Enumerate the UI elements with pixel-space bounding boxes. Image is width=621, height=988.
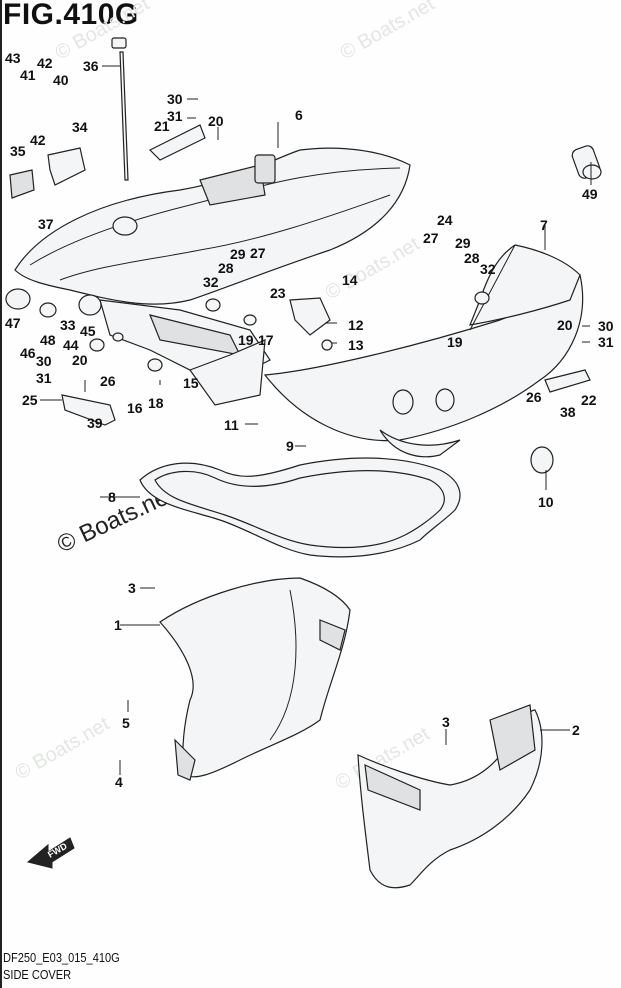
callout-42b[interactable]: 42 <box>30 132 46 148</box>
part-8-seal[interactable] <box>139 457 461 558</box>
figure-title: FIG.410G <box>3 0 139 31</box>
part-49-grommet[interactable] <box>571 144 602 180</box>
callout-37[interactable]: 37 <box>38 216 54 232</box>
callout-27[interactable]: 27 <box>250 245 266 261</box>
callout-30c[interactable]: 30 <box>598 318 614 334</box>
callout-29[interactable]: 29 <box>230 246 246 262</box>
part-21-handle[interactable] <box>148 124 206 161</box>
part-1-lower-cover[interactable] <box>159 577 351 781</box>
leader-lines <box>40 65 592 775</box>
callout-24[interactable]: 24 <box>437 212 453 228</box>
part-22-grip[interactable] <box>544 369 591 393</box>
callout-26[interactable]: 26 <box>100 373 116 389</box>
callout-27b[interactable]: 27 <box>423 230 439 246</box>
part-12-bracket[interactable] <box>289 297 331 336</box>
callout-1[interactable]: 1 <box>114 617 122 633</box>
part-10-plug[interactable] <box>530 446 554 474</box>
callout-19b[interactable]: 19 <box>447 334 463 350</box>
part-45-collar[interactable] <box>112 332 124 342</box>
callout-20c[interactable]: 20 <box>557 317 573 333</box>
image-left-border <box>0 0 2 988</box>
callout-33[interactable]: 33 <box>60 317 76 333</box>
callout-30[interactable]: 30 <box>167 91 183 107</box>
callout-3[interactable]: 3 <box>128 580 136 596</box>
part-2-lower-cover[interactable] <box>357 704 543 889</box>
callout-14[interactable]: 14 <box>342 272 358 288</box>
callout-28b[interactable]: 28 <box>464 250 480 266</box>
section-name: SIDE COVER <box>3 967 72 982</box>
part-18-bushing[interactable] <box>147 358 163 372</box>
callout-11[interactable]: 11 <box>224 417 239 433</box>
part-32b-grommet[interactable] <box>474 291 490 305</box>
callout-6[interactable]: 6 <box>295 107 303 123</box>
callout-46[interactable]: 46 <box>20 345 36 361</box>
callout-7[interactable]: 7 <box>540 217 548 233</box>
callout-43[interactable]: 43 <box>5 50 21 66</box>
callout-8[interactable]: 8 <box>108 489 116 505</box>
part-32-grommet[interactable] <box>205 298 221 312</box>
callout-labels: 43 41 42 40 42 34 35 37 36 30 31 21 20 6… <box>5 50 614 790</box>
callout-5[interactable]: 5 <box>122 715 130 731</box>
part-35-grip <box>9 169 35 199</box>
callout-47[interactable]: 47 <box>5 315 21 331</box>
watermark: © Boats.net <box>337 0 439 64</box>
callout-26b[interactable]: 26 <box>526 389 542 405</box>
callout-32[interactable]: 32 <box>203 274 219 290</box>
callout-13[interactable]: 13 <box>348 337 364 353</box>
part-7-side-cover-right[interactable] <box>263 244 584 458</box>
diagram-code: DF250_E03_015_410G <box>3 950 120 965</box>
callout-29b[interactable]: 29 <box>455 235 471 251</box>
callout-15[interactable]: 15 <box>183 375 199 391</box>
callout-31c[interactable]: 31 <box>598 334 614 350</box>
part-47-grommet[interactable] <box>5 288 31 310</box>
part-17-cap[interactable] <box>243 314 257 326</box>
callout-10[interactable]: 10 <box>538 494 554 510</box>
callout-3b[interactable]: 3 <box>442 714 450 730</box>
part-15-frame[interactable] <box>99 299 271 406</box>
part-25-grip[interactable] <box>61 394 116 426</box>
part-6-side-cover-upper[interactable] <box>14 147 411 305</box>
part-33-grommet[interactable] <box>78 294 102 316</box>
callout-21[interactable]: 21 <box>154 118 170 134</box>
callout-22[interactable]: 22 <box>581 392 597 408</box>
part-34-bracket[interactable] <box>9 147 86 199</box>
callout-40[interactable]: 40 <box>53 72 69 88</box>
part-36-strap[interactable] <box>111 37 129 181</box>
callout-42[interactable]: 42 <box>37 55 53 71</box>
watermark: © Boats.net <box>12 713 114 785</box>
callout-30b[interactable]: 30 <box>36 353 52 369</box>
callout-20b[interactable]: 20 <box>72 352 88 368</box>
callout-41[interactable]: 41 <box>20 67 36 83</box>
callout-49[interactable]: 49 <box>582 186 598 202</box>
callout-16[interactable]: 16 <box>127 400 143 416</box>
callout-31b[interactable]: 31 <box>36 370 52 386</box>
callout-19[interactable]: 19 <box>238 332 254 348</box>
callout-48[interactable]: 48 <box>40 332 56 348</box>
callout-25[interactable]: 25 <box>22 392 38 408</box>
callout-38[interactable]: 38 <box>560 404 576 420</box>
callout-28[interactable]: 28 <box>218 260 234 276</box>
callout-2[interactable]: 2 <box>572 722 580 738</box>
callout-34[interactable]: 34 <box>72 119 88 135</box>
watermark: © Boats.net <box>52 0 154 64</box>
callout-20[interactable]: 20 <box>208 113 224 129</box>
callout-32b[interactable]: 32 <box>480 261 496 277</box>
callout-36[interactable]: 36 <box>83 58 99 74</box>
callout-31[interactable]: 31 <box>167 108 183 124</box>
callout-4[interactable]: 4 <box>115 774 123 790</box>
callout-44[interactable]: 44 <box>63 337 79 353</box>
part-13-cap[interactable] <box>321 339 333 351</box>
part-48-cap[interactable] <box>39 302 57 318</box>
callout-35[interactable]: 35 <box>10 143 26 159</box>
callout-18[interactable]: 18 <box>148 395 164 411</box>
callout-39[interactable]: 39 <box>87 415 103 431</box>
part-44-grommet[interactable] <box>89 338 105 352</box>
callout-17[interactable]: 17 <box>258 332 274 348</box>
callout-23[interactable]: 23 <box>270 285 286 301</box>
callout-9[interactable]: 9 <box>286 438 294 454</box>
forward-arrow-icon: FWD <box>26 837 75 869</box>
callout-45[interactable]: 45 <box>80 323 96 339</box>
callout-12[interactable]: 12 <box>348 317 364 333</box>
